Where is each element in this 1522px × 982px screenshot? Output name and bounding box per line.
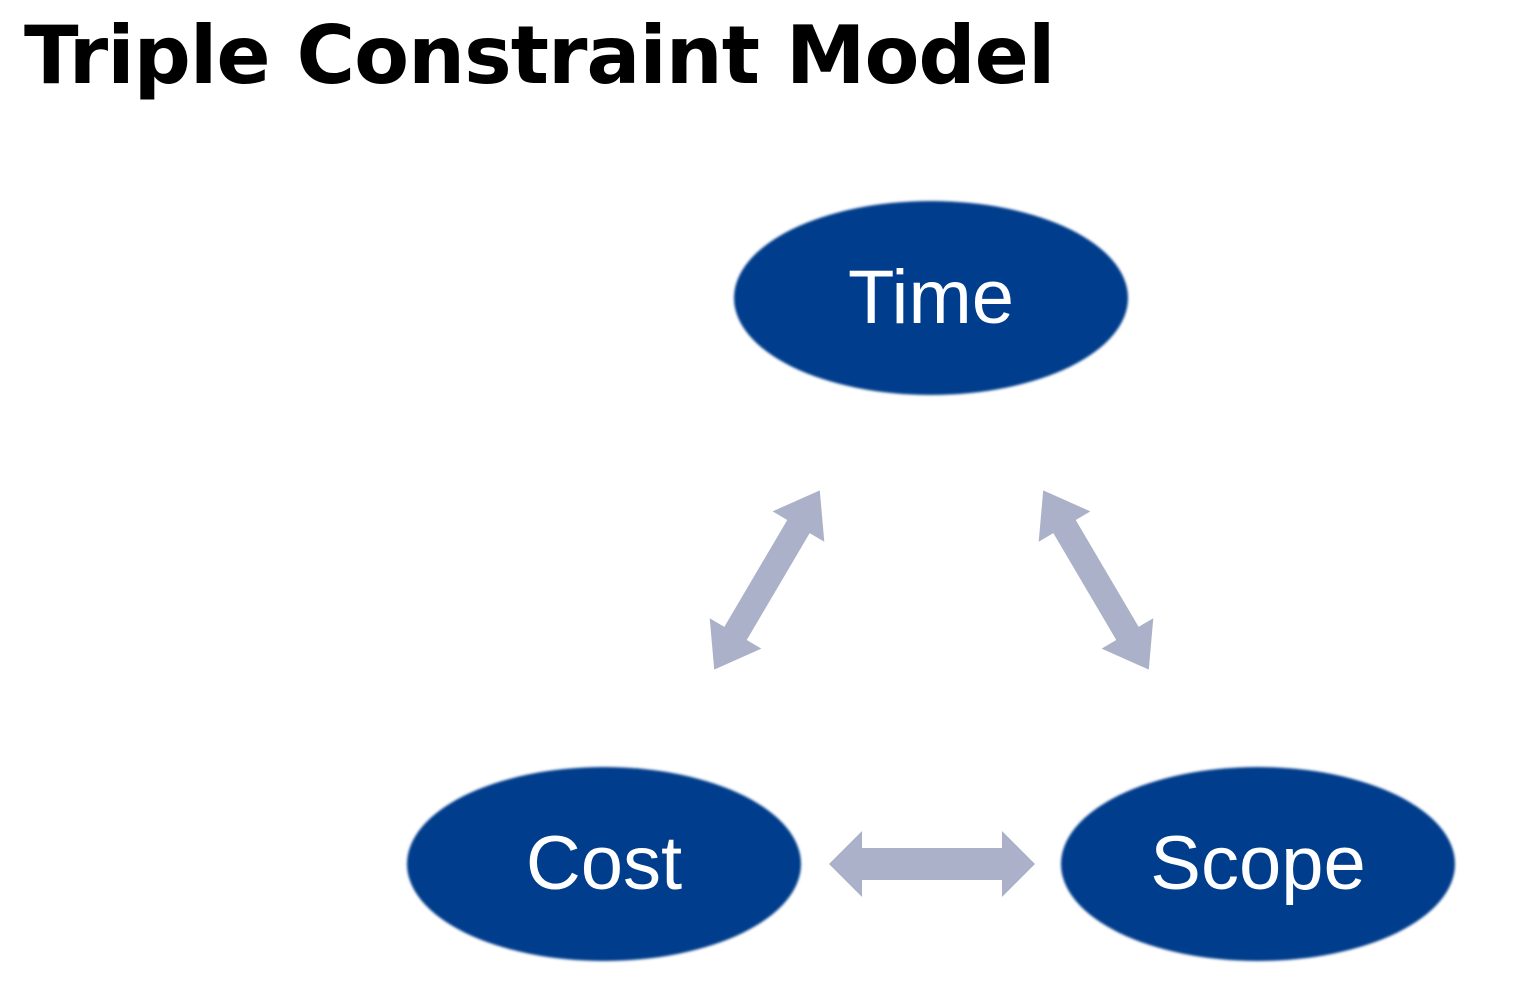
node-time-ellipse xyxy=(734,201,1128,395)
node-scope: Scope xyxy=(1061,767,1455,961)
node-cost-label: Cost xyxy=(526,821,682,906)
arrow-time-scope xyxy=(1038,490,1154,670)
double-arrow-shape xyxy=(1038,490,1154,670)
page-title: Triple Constraint Model xyxy=(24,9,1055,102)
node-scope-label: Scope xyxy=(1150,821,1366,906)
node-scope-ellipse xyxy=(1061,767,1455,961)
node-time-label: Time xyxy=(848,255,1014,340)
node-cost-ellipse xyxy=(407,767,801,961)
node-cost: Cost xyxy=(407,767,801,961)
double-arrow-shape xyxy=(829,831,1035,897)
node-time: Time xyxy=(734,201,1128,395)
double-arrow-shape xyxy=(709,490,825,670)
arrow-cost-scope xyxy=(829,831,1035,897)
arrow-time-cost xyxy=(709,490,825,670)
